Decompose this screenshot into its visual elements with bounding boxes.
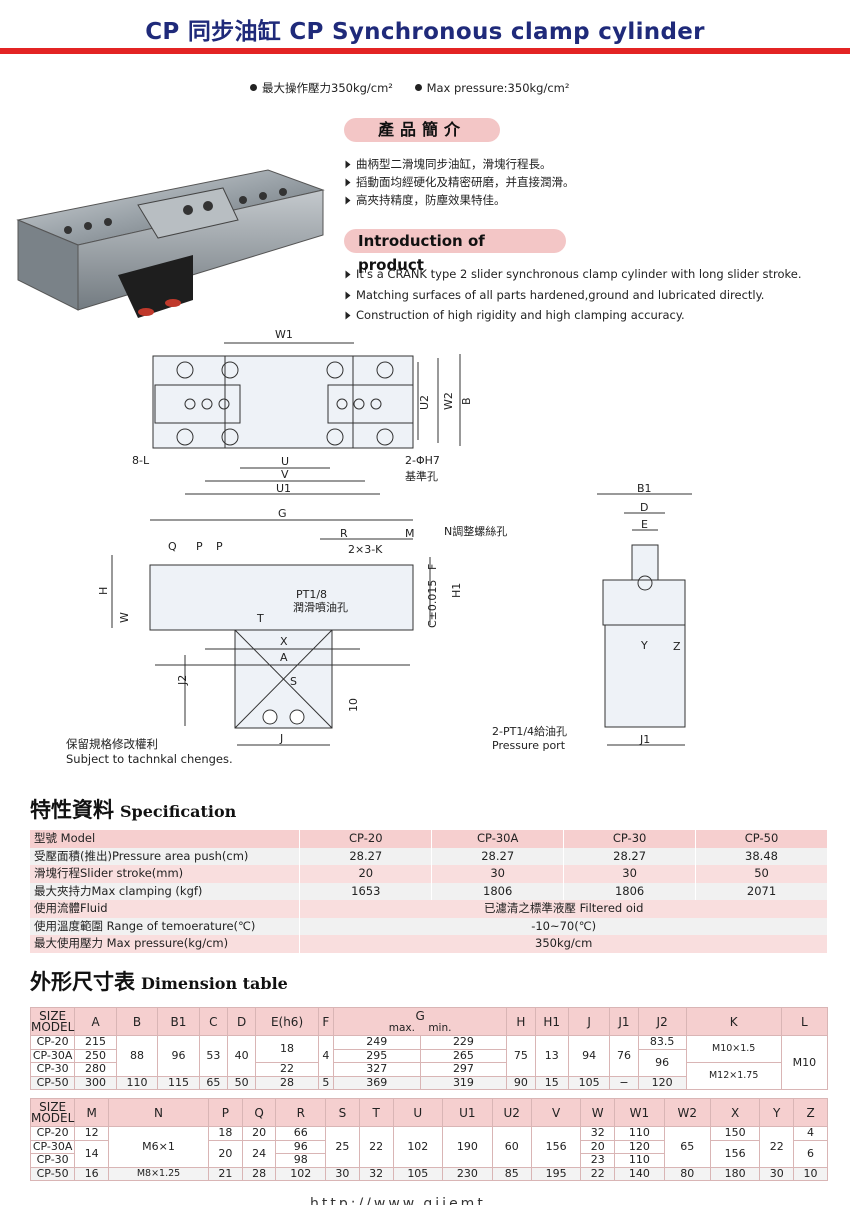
dim-label-w: W bbox=[118, 612, 131, 623]
dim-label-pt: PT1/8 bbox=[296, 588, 327, 601]
dim-label-w2: W2 bbox=[442, 392, 455, 410]
dim-label-y: Y bbox=[640, 639, 648, 652]
list-item: 曲柄型二滑塊同步油缸，滑塊行程長。 bbox=[344, 155, 575, 173]
dim-label-10: 10 bbox=[347, 698, 360, 712]
port-label-en: Pressure port bbox=[492, 739, 566, 752]
dim-label-ref-hole: 基準孔 bbox=[405, 469, 438, 483]
dim-label-f: F bbox=[426, 564, 439, 570]
dim-label-j2: J2 bbox=[176, 675, 189, 686]
dim-label-h: H bbox=[97, 587, 110, 595]
dim-label-w1: W1 bbox=[275, 330, 293, 341]
list-item: 搯動面均經硬化及精密研磨，并直接潤滑。 bbox=[344, 173, 575, 191]
dim-label-h1: H1 bbox=[450, 583, 463, 598]
dim-label-r: R bbox=[340, 527, 348, 540]
dim-label-b: B bbox=[460, 397, 473, 405]
pressure-cn: 最大操作壓力350kg/cm² bbox=[250, 81, 393, 95]
product-photo bbox=[16, 169, 325, 318]
triangle-bullet-icon bbox=[345, 196, 351, 205]
dim-label-lube: 潤滑噴油孔 bbox=[293, 600, 348, 614]
intro-en-list: It's a CRANK type 2 slider synchronous c… bbox=[344, 264, 802, 326]
triangle-bullet-icon bbox=[345, 270, 351, 279]
dim-label-g: G bbox=[278, 507, 287, 520]
bullet-icon bbox=[250, 84, 257, 91]
notice: 保留規格修改權利 Subject to tachnkal chenges. bbox=[66, 737, 233, 767]
list-item: It's a CRANK type 2 slider synchronous c… bbox=[344, 264, 802, 285]
pressure-line: 最大操作壓力350kg/cm² Max pressure:350kg/cm² bbox=[250, 80, 587, 96]
page-title: CP 同步油缸 CP Synchronous clamp cylinder bbox=[145, 19, 705, 45]
notice-en: Subject to tachnkal chenges. bbox=[66, 752, 233, 766]
intro-cn-list: 曲柄型二滑塊同步油缸，滑塊行程長。 搯動面均經硬化及精密研磨，并直接潤滑。 高夾… bbox=[344, 155, 575, 209]
dim-label-c: C±0.015 bbox=[426, 580, 439, 628]
dim-label-z: Z bbox=[673, 640, 681, 653]
intro-cn-heading: 產品簡介 bbox=[344, 118, 500, 142]
dim-label-x: X bbox=[280, 635, 288, 648]
title-divider bbox=[0, 48, 850, 54]
triangle-bullet-icon bbox=[345, 311, 351, 320]
pressure-en: Max pressure:350kg/cm² bbox=[414, 81, 569, 95]
dim-label-p1: P bbox=[196, 540, 203, 553]
notice-cn: 保留規格修改權利 bbox=[66, 737, 158, 751]
triangle-bullet-icon bbox=[345, 291, 351, 299]
dim-label-p2: P bbox=[216, 540, 223, 553]
bullet-icon bbox=[414, 84, 422, 91]
dim-label-j1: J1 bbox=[639, 733, 650, 746]
intro-en-heading: Introduction of product bbox=[344, 229, 566, 274]
dim-label-8l: 8-L bbox=[132, 454, 150, 467]
dim-label-e: E bbox=[641, 518, 648, 531]
bottom-url[interactable]: http://www.gjiemt bbox=[310, 1196, 486, 1205]
dim-label-d: D bbox=[640, 501, 648, 514]
triangle-bullet-icon bbox=[345, 160, 351, 169]
dim-label-u1: U1 bbox=[276, 482, 291, 495]
triangle-bullet-icon bbox=[345, 178, 351, 187]
dim-label-j: J bbox=[279, 732, 283, 745]
dim-label-h7: 2-ΦH7 bbox=[405, 454, 440, 467]
dim-label-m: M bbox=[405, 527, 415, 540]
list-item: 高夾持精度，防塵效果特佳。 bbox=[344, 191, 575, 209]
dim-label-k: 2×3-K bbox=[348, 543, 383, 556]
dim-label-q: Q bbox=[168, 540, 177, 553]
dim-label-v: V bbox=[281, 468, 289, 481]
dim-label-u2: U2 bbox=[418, 395, 431, 410]
dim-label-n: N調整螺絲孔 bbox=[444, 524, 507, 538]
table-row: 使用溫度範圍 Range of temoerature(℃)-10~70(℃) bbox=[30, 917, 828, 935]
list-item: Matching surfaces of all parts hardened,… bbox=[344, 285, 802, 306]
table-row: 最大使用壓力 Max pressure(kg/cm)350kg/cm bbox=[30, 935, 828, 953]
dim-label-t: T bbox=[256, 612, 264, 625]
dim-label-s: S bbox=[290, 675, 297, 688]
dim-label-b1: B1 bbox=[637, 482, 652, 495]
list-item: Construction of high rigidity and high c… bbox=[344, 305, 802, 326]
dim-label-u: U bbox=[281, 455, 289, 468]
dim-label-a: A bbox=[280, 651, 288, 664]
port-label-cn: 2-PT1/4給油孔 bbox=[492, 724, 567, 738]
technical-drawing: W1 U2 W2 B 8-L U V U1 2-ΦH7 基準孔 G R M N調… bbox=[97, 330, 692, 752]
